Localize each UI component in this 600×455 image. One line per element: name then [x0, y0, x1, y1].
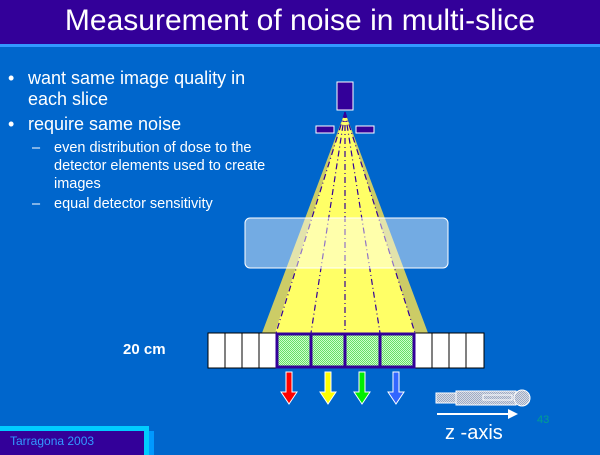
footer: Tarragona 2003: [0, 426, 149, 455]
footer-text: Tarragona 2003: [10, 434, 95, 448]
z-axis-arrow: [437, 409, 518, 419]
collimator-right: [355, 125, 375, 134]
sub-bullet: even distribution of dose to the detecto…: [8, 139, 278, 193]
sub-bullet: equal detector sensitivity: [8, 195, 278, 213]
x-ray-tube: [336, 81, 354, 111]
bullet: require same noise: [8, 114, 278, 135]
arrow-yellow: [319, 371, 337, 405]
patient-phantom: [244, 217, 449, 269]
active-detectors: [275, 332, 416, 369]
arrow-blue: [387, 371, 405, 405]
z-axis-label: z -axis: [445, 422, 503, 444]
ray-lines: [275, 111, 416, 334]
bullet: want same image quality in each slice: [8, 68, 278, 110]
slide-title: Measurement of noise in multi-slice: [64, 4, 536, 37]
patient-table-icon: [435, 389, 531, 407]
width-label: 20 cm: [123, 341, 166, 358]
title-bar: Measurement of noise in multi-slice: [0, 0, 600, 47]
arrow-green: [353, 371, 371, 405]
detector-row: [207, 332, 485, 369]
bullet-list: want same image quality in each slice re…: [8, 68, 278, 213]
arrow-red: [280, 371, 298, 405]
page-number: 43: [537, 414, 550, 426]
x-ray-beam: [275, 112, 415, 333]
collimator-left: [315, 125, 335, 134]
